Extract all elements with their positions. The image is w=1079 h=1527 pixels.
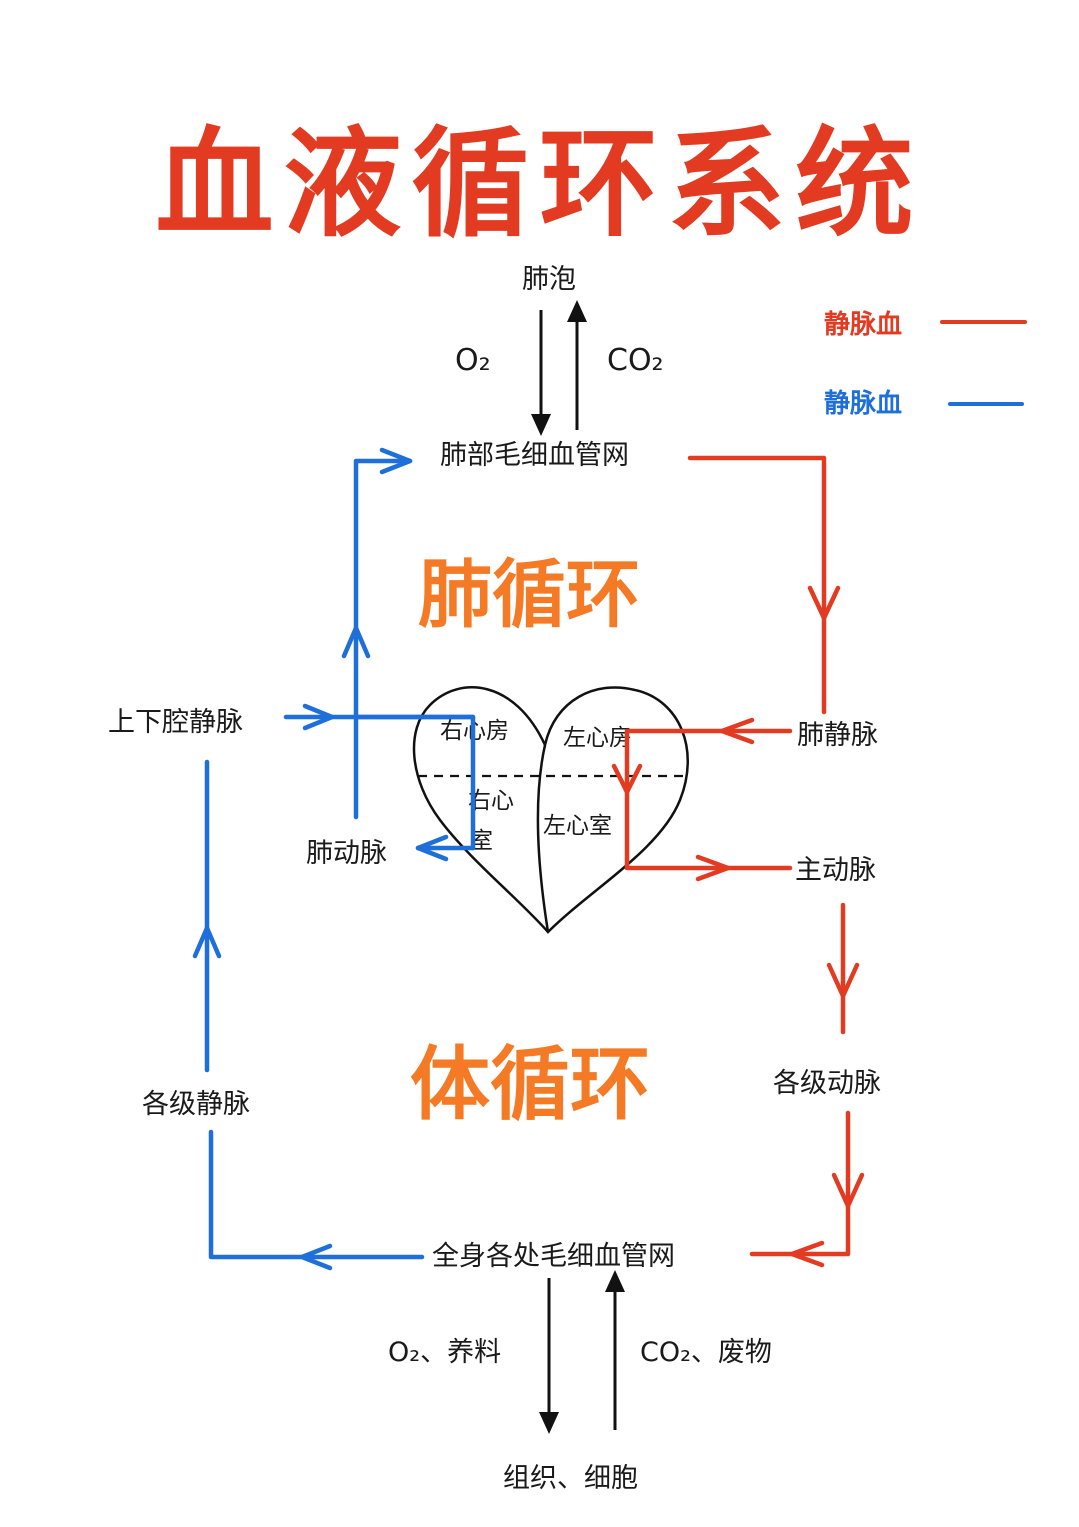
tissue-cell-label: 组织、细胞 — [503, 1463, 638, 1494]
venous-arrowheads — [192, 447, 449, 1271]
co2-waste-label: CO₂、废物 — [640, 1337, 772, 1368]
legend-blue-label: 静脉血 — [824, 389, 903, 419]
lung-capillary-label: 肺部毛细血管网 — [440, 440, 629, 471]
alveoli-label: 肺泡 — [522, 264, 576, 295]
pulmonary-circulation-label: 肺循环 — [418, 552, 640, 638]
venous-paths — [204, 458, 476, 1260]
arterial-paths — [624, 455, 851, 1257]
o2-nutrients-label: O₂、养料 — [388, 1337, 502, 1368]
co2-top-label: CO₂ — [607, 343, 664, 378]
tissue-exchange-arrows — [539, 1270, 625, 1434]
legend-red-label: 静脉血 — [824, 310, 903, 340]
o2-top-label: O₂ — [455, 343, 491, 378]
pulmonary-artery-label: 肺动脉 — [306, 838, 387, 869]
pulmonary-vein-label: 肺静脉 — [797, 720, 878, 751]
body-capillary-label: 全身各处毛细血管网 — [432, 1241, 675, 1272]
heart-outline — [412, 686, 689, 934]
right-ventricle-label-2: 室 — [470, 828, 493, 854]
arterial-arrowheads — [611, 585, 865, 1268]
arteries-label: 各级动脉 — [773, 1068, 881, 1099]
vena-cava-label: 上下腔静脉 — [108, 707, 243, 738]
systemic-circulation-label: 体循环 — [410, 1038, 650, 1131]
right-ventricle-label: 右心 — [468, 788, 514, 814]
left-atrium-label: 左心房 — [563, 725, 632, 751]
veins-label: 各级静脉 — [142, 1089, 250, 1120]
alveoli-exchange-arrows — [531, 300, 587, 436]
aorta-label: 主动脉 — [795, 855, 876, 886]
left-ventricle-label: 左心室 — [543, 813, 612, 839]
page-title: 血液循环系统 — [155, 115, 924, 253]
